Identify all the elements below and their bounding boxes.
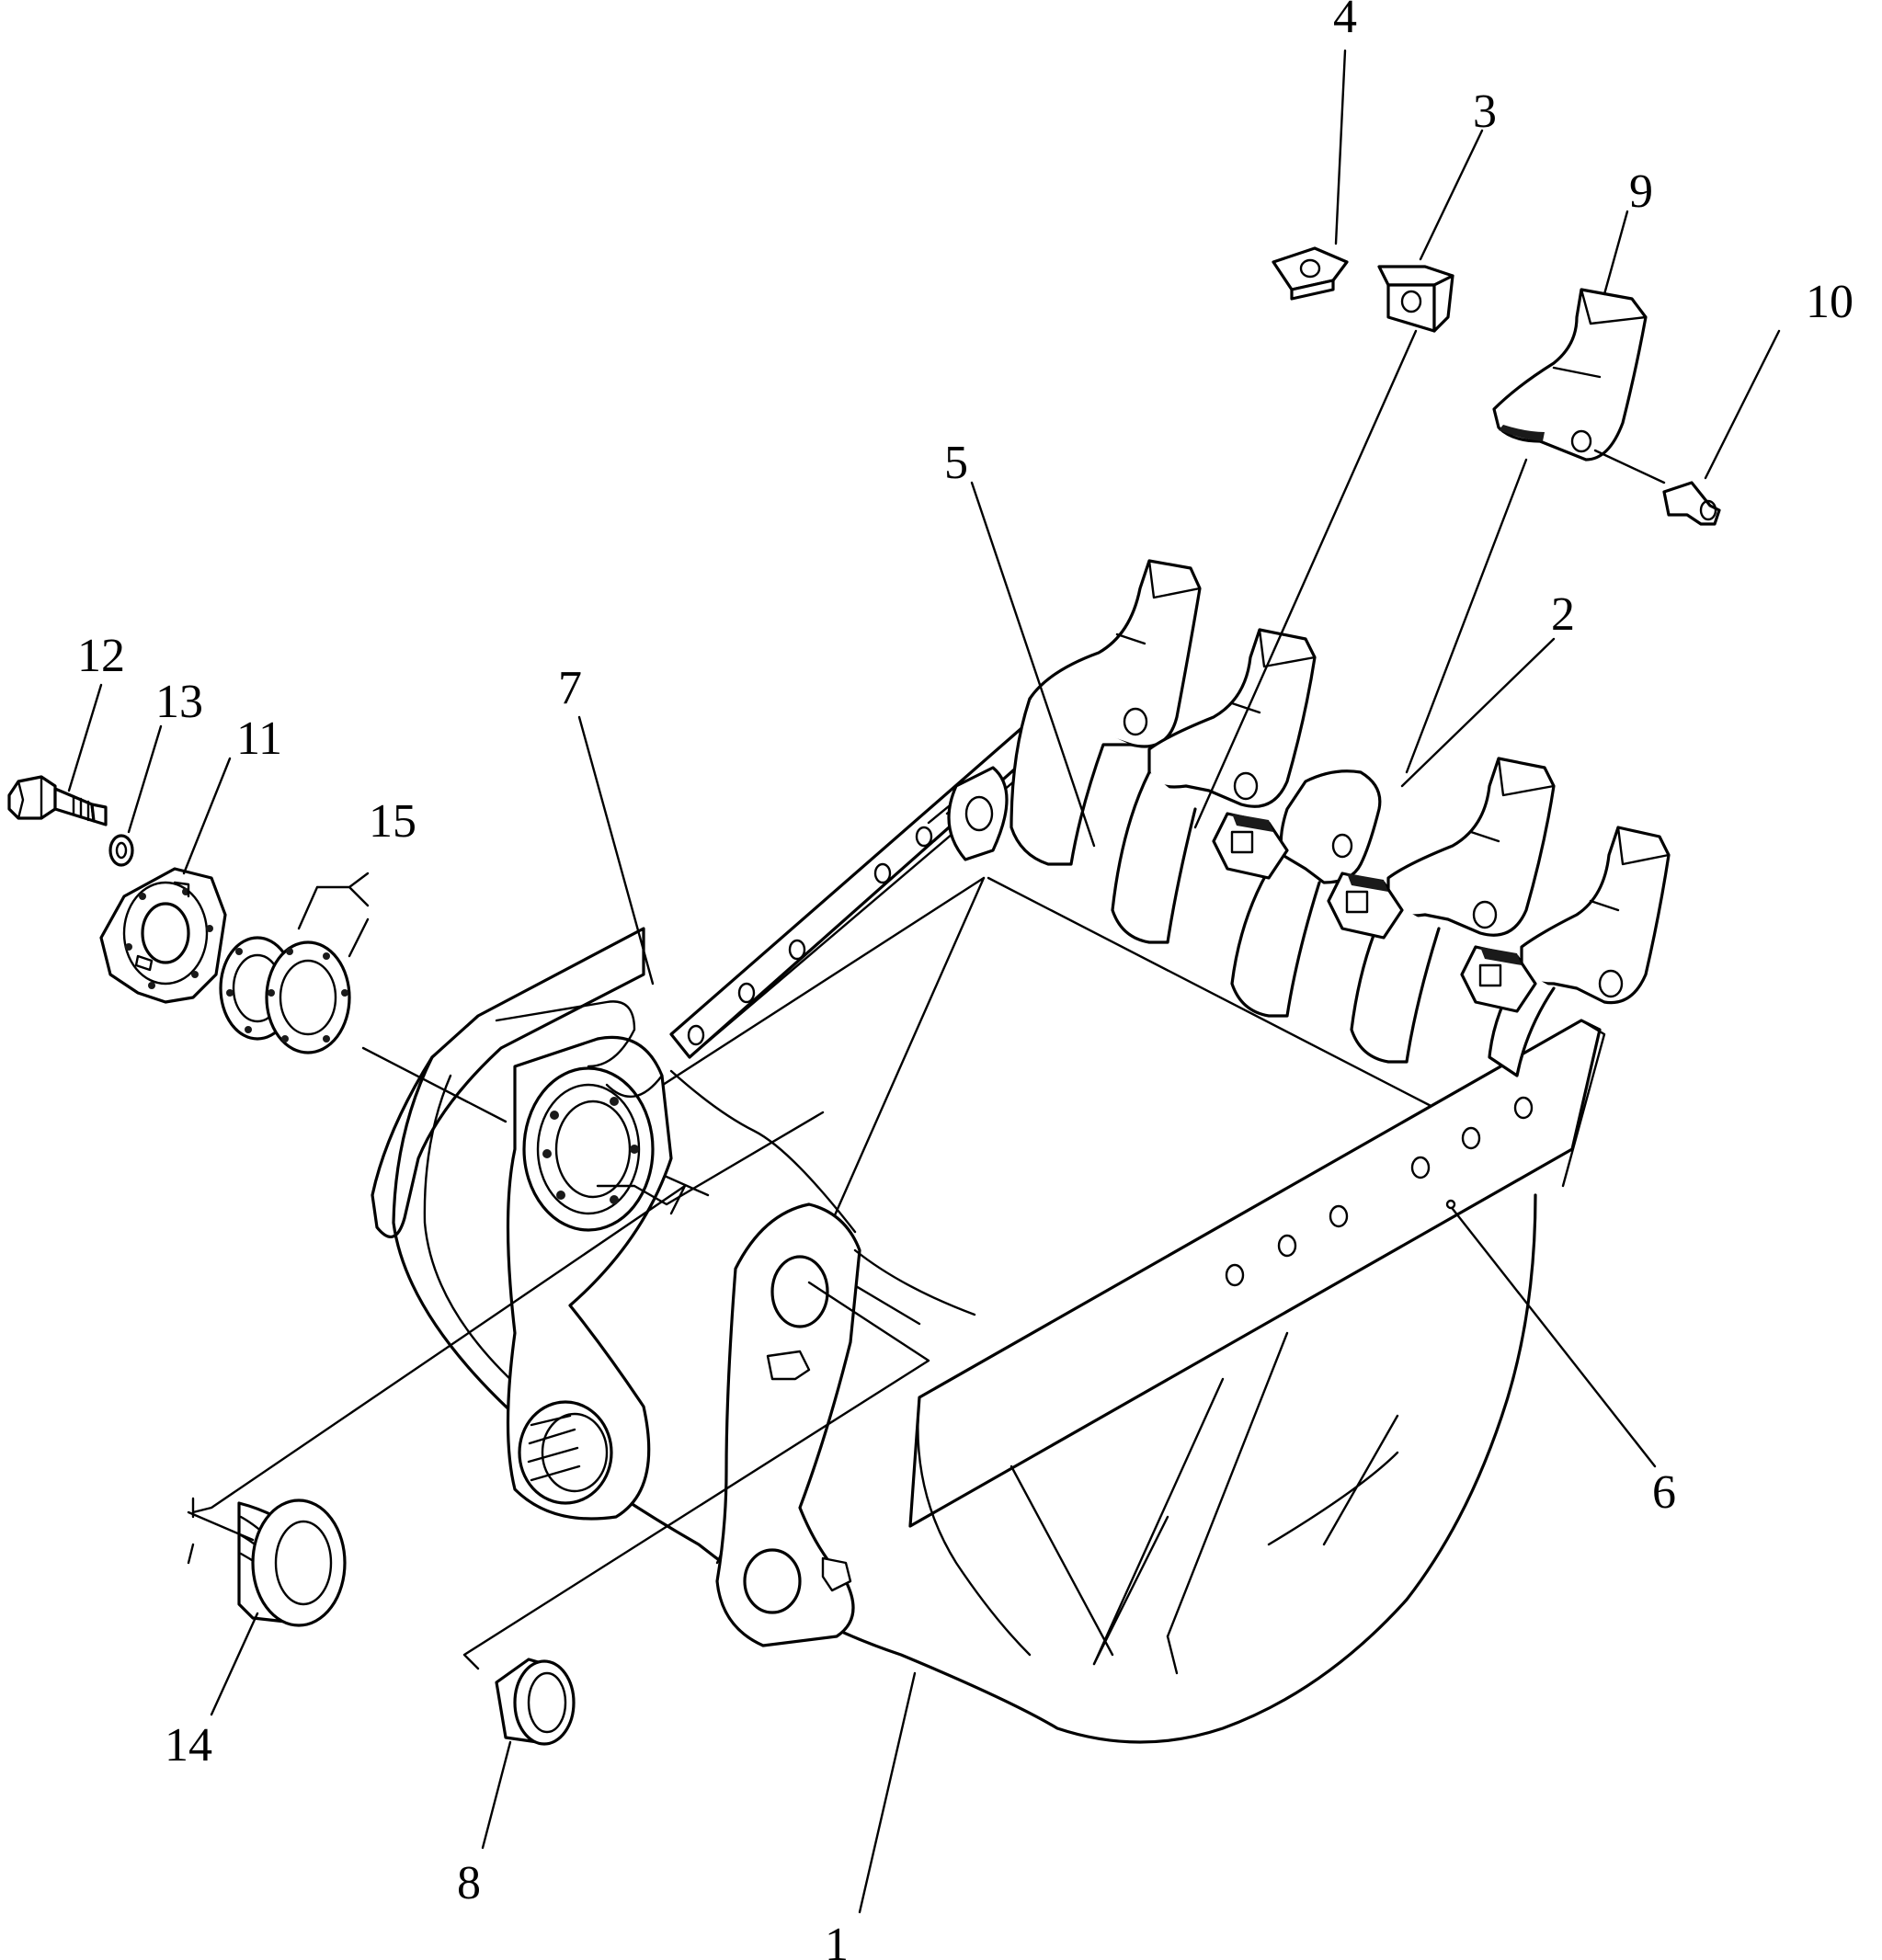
part-13-washer bbox=[108, 834, 134, 867]
callout-8: 8 bbox=[457, 1857, 481, 1909]
callout-5: 5 bbox=[944, 437, 968, 489]
bucket-teeth bbox=[1009, 559, 1671, 1077]
callout-10: 10 bbox=[1806, 276, 1853, 328]
callout-labels: 1 2 3 4 5 6 7 8 9 10 11 12 13 14 15 bbox=[77, 0, 1853, 1960]
side-holes-right bbox=[1225, 1096, 1534, 1287]
part-4-lock-block bbox=[1272, 246, 1349, 301]
bucket-body bbox=[371, 715, 1606, 1744]
leader-lines bbox=[67, 49, 1781, 1914]
callout-4: 4 bbox=[1333, 0, 1357, 43]
rim-holes-left bbox=[687, 826, 933, 1046]
callout-12: 12 bbox=[77, 630, 125, 682]
boss-bolt-holes bbox=[542, 1097, 639, 1204]
callout-9: 9 bbox=[1629, 165, 1653, 218]
callout-15: 15 bbox=[369, 795, 416, 848]
callout-6: 6 bbox=[1652, 1466, 1676, 1519]
part-11-flange-plate bbox=[99, 867, 227, 1004]
callout-13: 13 bbox=[155, 676, 203, 728]
part-9-tooth-point bbox=[1492, 288, 1648, 462]
callout-11: 11 bbox=[236, 712, 282, 765]
part-8-small-bushing bbox=[495, 1658, 576, 1746]
part-3-lock-plate bbox=[1377, 265, 1454, 333]
side-protectors bbox=[1212, 812, 1537, 1013]
callout-7: 7 bbox=[558, 662, 582, 714]
part-15-shims bbox=[219, 936, 351, 1054]
callout-2: 2 bbox=[1551, 588, 1575, 641]
bucket-brackets bbox=[495, 1000, 976, 1647]
part-14-bushing bbox=[237, 1498, 347, 1627]
callout-3: 3 bbox=[1473, 85, 1497, 138]
part-12-bolt bbox=[7, 775, 108, 826]
part-10-pin bbox=[1593, 449, 1721, 526]
callout-14: 14 bbox=[165, 1719, 212, 1772]
callout-1: 1 bbox=[825, 1919, 849, 1960]
